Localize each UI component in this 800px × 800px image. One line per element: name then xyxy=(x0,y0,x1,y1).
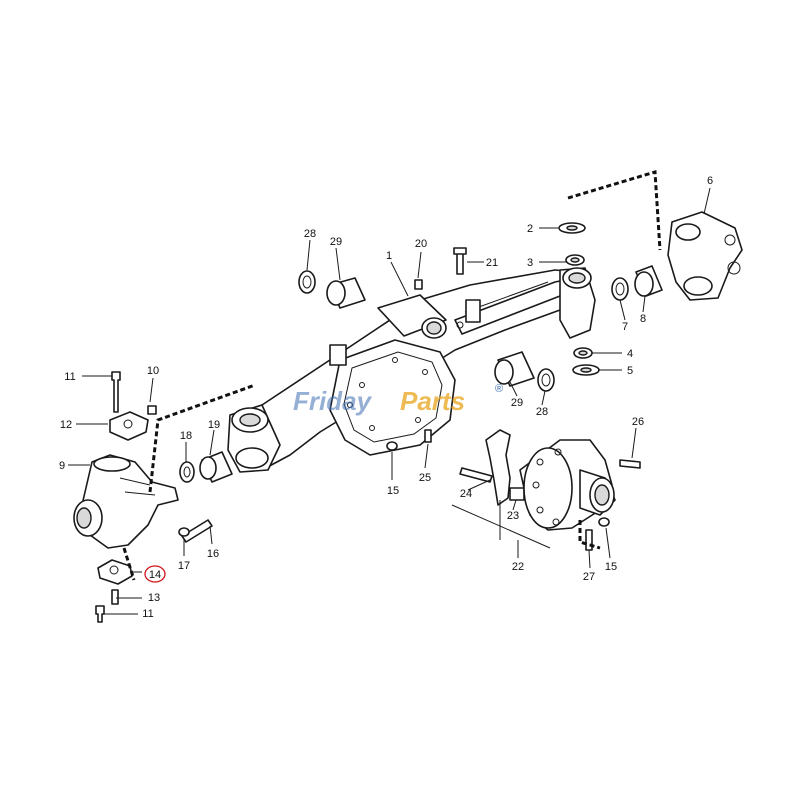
callout-20: 20 xyxy=(415,238,427,250)
leader-lines xyxy=(68,187,711,615)
callout-4: 4 xyxy=(627,348,633,360)
washers-top-right xyxy=(558,222,600,376)
watermark: Friday Parts ® xyxy=(293,383,503,416)
callout-24: 24 xyxy=(460,488,472,500)
callout-6: 6 xyxy=(707,175,713,187)
axle-housing xyxy=(227,267,596,473)
callout-14-highlight xyxy=(144,565,166,583)
callout-16: 16 xyxy=(207,548,219,560)
watermark-text-a: Friday xyxy=(293,386,373,416)
callout-29-right: 29 xyxy=(511,397,523,409)
callout-19: 19 xyxy=(208,419,220,431)
callout-29: 29 xyxy=(330,236,342,248)
callout-1: 1 xyxy=(386,250,392,262)
callout-28-right: 28 xyxy=(536,406,548,418)
wheel-hub xyxy=(519,439,616,531)
fittings xyxy=(414,247,467,329)
bracket-24 xyxy=(485,429,511,506)
bushing-seal-mid xyxy=(494,351,555,392)
callout-14: 14 xyxy=(149,569,161,581)
plate-12 xyxy=(109,411,149,441)
watermark-text-b: Parts xyxy=(400,386,465,416)
callout-28: 28 xyxy=(304,228,316,240)
callout-2: 2 xyxy=(527,223,533,235)
callout-11-top: 11 xyxy=(64,371,75,383)
bushing-seal-top xyxy=(298,270,366,309)
seal-7 xyxy=(611,277,629,301)
callout-22: 22 xyxy=(512,561,524,573)
plate-14 xyxy=(97,559,133,585)
callout-26: 26 xyxy=(632,416,644,428)
callout-numbers: 28 29 1 20 21 2 3 4 5 6 7 8 29 28 26 11 … xyxy=(59,175,713,620)
callout-21: 21 xyxy=(486,257,498,269)
callout-7: 7 xyxy=(622,321,628,333)
bushing-seal-left xyxy=(179,451,233,483)
bolts xyxy=(95,371,641,623)
callout-23: 23 xyxy=(507,510,519,522)
callout-17: 17 xyxy=(178,560,190,572)
callout-3: 3 xyxy=(527,257,533,269)
callout-11-bottom: 11 xyxy=(142,608,153,620)
callout-18: 18 xyxy=(180,430,192,442)
callout-13: 13 xyxy=(148,592,160,604)
callout-15-center: 15 xyxy=(387,485,399,497)
bushing-8 xyxy=(634,265,663,297)
steering-knuckle-right xyxy=(667,211,743,301)
callout-9: 9 xyxy=(59,460,65,472)
callout-15-right: 15 xyxy=(605,561,617,573)
steering-knuckle-left xyxy=(73,454,179,549)
callout-5: 5 xyxy=(627,365,633,377)
assembly-dashed-lines xyxy=(122,170,662,581)
callout-27: 27 xyxy=(583,571,595,583)
callout-10: 10 xyxy=(147,365,159,377)
callout-25: 25 xyxy=(419,472,431,484)
watermark-registered-mark: ® xyxy=(495,383,503,395)
callout-8: 8 xyxy=(640,313,646,325)
callout-12: 12 xyxy=(60,419,72,431)
